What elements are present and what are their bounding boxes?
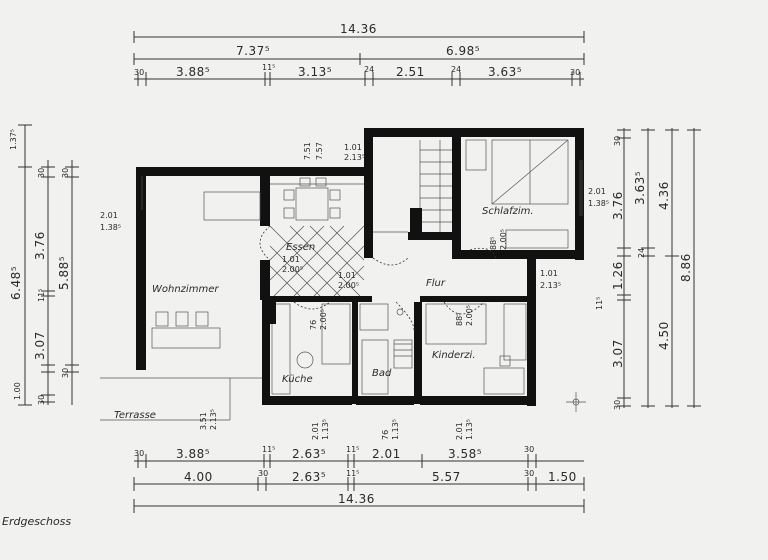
opening-terrasse-b: 2.13⁵ xyxy=(209,409,218,430)
top-dimensions: 14.36 7.37⁵ 6.98⁵ 30 3.88⁵ 11⁵ 3.13⁵ 24 … xyxy=(133,22,585,86)
opening-kinder-door-a: 88⁵ xyxy=(455,313,464,326)
bottom-dim-r1-0: 30 xyxy=(134,449,144,458)
bottom-overall-dim: 14.36 xyxy=(338,492,375,506)
top-overall-dim: 14.36 xyxy=(340,22,377,36)
furniture xyxy=(100,139,586,421)
opening-flur-window-b: 2.13⁵ xyxy=(540,281,561,290)
top-dim-r3-5: 2.51 xyxy=(396,65,425,79)
room-label-terrasse: Terrasse xyxy=(114,410,156,421)
right-dim-0: 30 xyxy=(613,136,622,146)
top-dim-r3-8: 30 xyxy=(570,68,580,77)
bottom-dim-r1-6: 3.58⁵ xyxy=(448,447,482,461)
top-dim-r3-2: 11⁵ xyxy=(262,63,275,72)
left-dim-10: 30 xyxy=(37,395,46,405)
opening-schlaf-window-a: 2.01 xyxy=(588,187,606,196)
left-dim-6: 11⁵ xyxy=(37,289,46,302)
right-dim-10: 30 xyxy=(613,400,622,410)
left-dim-3: 3.76 xyxy=(33,231,47,260)
top-dim-r3-1: 3.88⁵ xyxy=(176,65,210,79)
opening-door-top-b: 2.13⁵ xyxy=(344,153,365,162)
top-dim-r3-4: 24 xyxy=(364,65,374,74)
left-dim-0: 1.37⁵ xyxy=(9,129,18,150)
opening-bottom-w3-a: 2.01 xyxy=(455,422,464,440)
opening-terrasse-a: 3.51 xyxy=(199,412,208,430)
room-label-flur: Flur xyxy=(426,278,446,289)
left-dim-2: 30 xyxy=(37,168,46,178)
opening-bottom-w3-b: 1.13⁵ xyxy=(465,419,474,440)
right-dim-3: 4.36 xyxy=(657,181,671,210)
opening-top-window-b: 7.57 xyxy=(315,142,324,160)
bottom-dim-r1-5: 2.01 xyxy=(372,447,401,461)
opening-annotations: 7.51 7.57 1.01 2.13⁵ 2.01 1.38⁵ 1.01 2.0… xyxy=(100,142,609,440)
left-dim-1: 6.48⁵ xyxy=(9,266,23,300)
right-dim-1: 3.76 xyxy=(611,191,625,220)
opening-kueche-door-b: 2.00⁵ xyxy=(319,309,328,330)
opening-bottom-w2-a: 76 xyxy=(381,430,390,440)
bottom-dim-r1-4: 11⁵ xyxy=(346,445,359,454)
bottom-dim-r2-5: 30 xyxy=(524,469,534,478)
bottom-dim-r2-1: 30 xyxy=(258,469,268,478)
left-dim-4: 30 xyxy=(61,168,70,178)
right-dim-2: 3.63⁵ xyxy=(633,171,647,205)
right-dim-5: 24 xyxy=(637,248,646,258)
right-dim-4: 8.86 xyxy=(679,253,693,282)
left-dim-7: 3.07 xyxy=(33,331,47,360)
top-dim-r3-7: 3.63⁵ xyxy=(488,65,522,79)
opening-essen-door-b: 2.00⁵ xyxy=(282,265,303,274)
opening-bottom-w1-b: 1.13⁵ xyxy=(321,419,330,440)
bottom-dim-r1-1: 3.88⁵ xyxy=(176,447,210,461)
bottom-dim-r2-2: 2.63⁵ xyxy=(292,470,326,484)
opening-wohn-window-a: 2.01 xyxy=(100,211,118,220)
top-dim-r3-3: 3.13⁵ xyxy=(298,65,332,79)
bottom-dim-r2-3: 11⁵ xyxy=(346,469,359,478)
opening-flur-door-b: 2.00⁵ xyxy=(338,281,359,290)
top-left-dim: 7.37⁵ xyxy=(236,44,270,58)
room-label-kinderzimmer: Kinderzi. xyxy=(432,350,476,361)
opening-door-top-a: 1.01 xyxy=(344,143,362,152)
bottom-dim-r1-7: 30 xyxy=(524,445,534,454)
top-dim-r3-6: 24 xyxy=(451,65,461,74)
room-label-kueche: Küche xyxy=(282,374,313,385)
top-right-dim: 6.98⁵ xyxy=(446,44,480,58)
left-dimensions: 1.37⁵ 6.48⁵ 30 3.76 30 5.88⁵ 11⁵ 3.07 30… xyxy=(9,124,79,406)
opening-essen-door-a: 1.01 xyxy=(282,255,300,264)
opening-flur-door-a: 1.01 xyxy=(338,271,356,280)
bottom-dimensions: 30 3.88⁵ 11⁵ 2.63⁵ 11⁵ 2.01 3.58⁵ 30 4.0… xyxy=(133,445,585,513)
opening-schlaf-window-b: 1.38⁵ xyxy=(588,199,609,208)
room-label-bad: Bad xyxy=(372,368,392,379)
opening-kinder-door-b: 2.00⁵ xyxy=(465,305,474,326)
room-label-essen: Essen xyxy=(286,242,315,253)
opening-schlaf-door-a: 88⁵ xyxy=(489,237,498,250)
room-label-schlafzimmer: Schlafzim. xyxy=(482,206,534,217)
top-dim-r3-0: 30 xyxy=(134,68,144,77)
right-dimensions: 30 3.76 3.63⁵ 4.36 8.86 24 1.26 11⁵ 3.07… xyxy=(595,128,701,410)
right-dim-7: 11⁵ xyxy=(595,297,604,310)
opening-kueche-door-a: 76 xyxy=(309,320,318,330)
opening-top-window-a: 7.51 xyxy=(303,142,312,160)
bottom-dim-r2-4: 5.57 xyxy=(432,470,461,484)
left-dim-8: 30 xyxy=(61,368,70,378)
opening-flur-window-a: 1.01 xyxy=(540,269,558,278)
opening-schlaf-door-b: 2.00⁵ xyxy=(499,229,508,250)
left-dim-5: 5.88⁵ xyxy=(57,256,71,290)
walls xyxy=(136,128,584,406)
bottom-dim-r2-6: 1.50 xyxy=(548,470,577,484)
opening-bottom-w2-b: 1.13⁵ xyxy=(391,419,400,440)
opening-wohn-window-b: 1.38⁵ xyxy=(100,223,121,232)
bottom-dim-r2-0: 4.00 xyxy=(184,470,213,484)
room-labels: Wohnzimmer Essen Flur Schlafzim. Küche B… xyxy=(114,206,534,421)
room-label-wohnzimmer: Wohnzimmer xyxy=(152,284,219,295)
right-dim-8: 3.07 xyxy=(611,339,625,368)
bottom-dim-r1-3: 2.63⁵ xyxy=(292,447,326,461)
right-dim-6: 1.26 xyxy=(611,261,625,290)
opening-bottom-w1-a: 2.01 xyxy=(311,422,320,440)
floor-title: Erdgeschoss xyxy=(2,515,71,528)
right-dim-9: 4.50 xyxy=(657,321,671,350)
bottom-dim-r1-2: 11⁵ xyxy=(262,445,275,454)
left-dim-9: 1.00 xyxy=(13,382,22,400)
